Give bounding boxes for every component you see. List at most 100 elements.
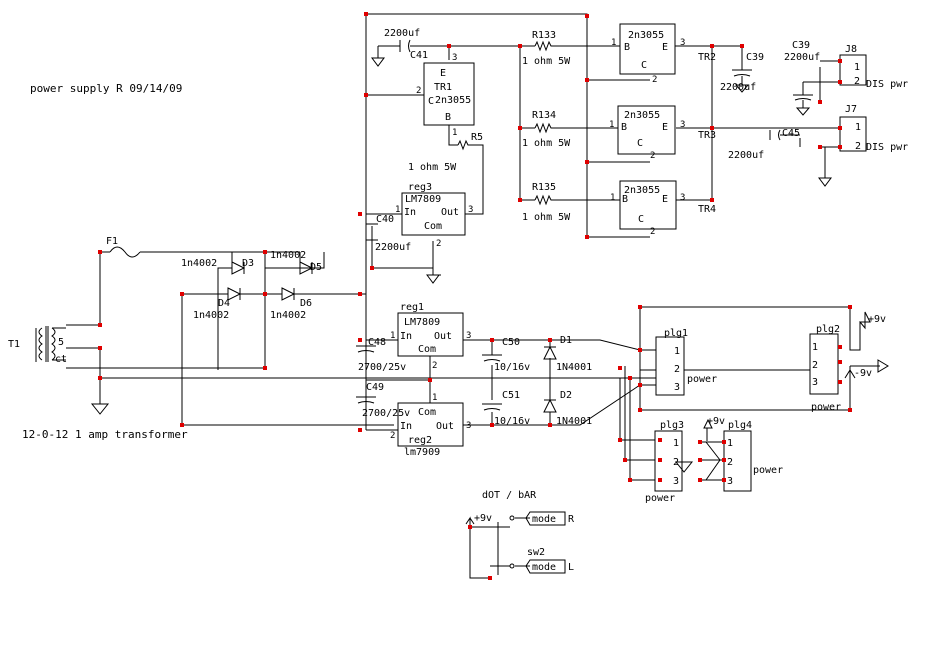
resistor-symbols (457, 40, 553, 206)
c51-ref: C51 (502, 390, 520, 401)
c39b-ref: C39 (792, 40, 810, 51)
tr3-pin-c: C (637, 138, 643, 149)
switch-side-l: L (568, 562, 574, 573)
tr4-pin-b: B (622, 194, 628, 205)
neg-rail-arrow (844, 368, 856, 380)
capacitor-symbols (356, 39, 813, 411)
tr2-pin-e: E (662, 42, 668, 53)
plg3-ref: plg3 (660, 420, 684, 431)
tr2-pin-c: C (641, 60, 647, 71)
c48-value: 2700/25v (358, 362, 406, 373)
plg3-pin-1: 1 (673, 438, 679, 449)
switch-rail-arrow (465, 516, 475, 527)
plg2-pin-3: 3 (812, 377, 818, 388)
reg3-part: LM7809 (405, 194, 441, 205)
j7-pin-1: 1 (855, 122, 861, 133)
j8-pin-2: 2 (854, 76, 860, 87)
plg4-pin-3: 3 (727, 476, 733, 487)
reg2-ref: reg2 (408, 435, 432, 446)
fuse-ref: F1 (106, 236, 118, 247)
plg2-pin-2: 2 (812, 360, 818, 371)
diode-symbols (227, 261, 557, 413)
tr4-num-3: 3 (680, 193, 685, 203)
ground-symbols (90, 46, 832, 473)
reg1-pin-out: Out (434, 331, 452, 342)
j8-label: DIS pwr (866, 79, 908, 90)
schematic-title: power supply R 09/14/09 (30, 82, 182, 95)
tr3-num-1: 1 (609, 120, 614, 130)
connector-j7-body (839, 116, 867, 152)
diode-d4-part: 1n4002 (193, 310, 229, 321)
reg3-num-1: 1 (395, 205, 400, 215)
plg3-label: power (645, 493, 675, 504)
tr4-part: 2n3055 (624, 185, 660, 196)
transistor-tr3-body (617, 105, 676, 155)
plg2-label: power (811, 402, 841, 413)
transformer-tap-5: 5 (58, 337, 64, 348)
plg3-pin-3: 3 (673, 476, 679, 487)
r133-ref: R133 (532, 30, 556, 41)
reg2-num-2: 2 (390, 431, 395, 441)
pos-rail-arrow (858, 311, 871, 330)
c41-ref: C41 (410, 50, 428, 61)
r134-ref: R134 (532, 110, 556, 121)
mode-tag-l (525, 559, 566, 574)
j8-pin-1: 1 (854, 62, 860, 73)
diode-d1-ref: D1 (560, 335, 572, 346)
tr4-num-2: 2 (650, 227, 655, 237)
plg4-label: power (753, 465, 783, 476)
diode-d5-ref: D5 (310, 262, 322, 273)
tr1-pin-c: C (428, 96, 434, 107)
diode-d3-ref: D3 (242, 258, 254, 269)
plg4-rail-arrow (703, 418, 713, 429)
c45-ref: C45 (782, 128, 800, 139)
diode-d2-ref: D2 (560, 390, 572, 401)
rail-neg-label: -9v (854, 368, 872, 379)
tr1-pin-e: E (440, 68, 446, 79)
r5-ref: R5 (471, 132, 483, 143)
tr2-part: 2n3055 (628, 30, 664, 41)
tr1-num-3: 3 (452, 53, 457, 63)
transistor-tr1-body (423, 62, 475, 126)
plg1-label: power (687, 374, 717, 385)
junctions (98, 12, 852, 580)
diode-d2-part: 1N4001 (556, 416, 592, 427)
transformer-symbol (35, 326, 66, 362)
plg1-pin-1: 1 (674, 346, 680, 357)
j8-ref: J8 (845, 44, 857, 55)
c39b-value: 2200uf (784, 52, 820, 63)
connector-j8-body (839, 54, 867, 86)
diode-d6-part: 1n4002 (270, 310, 306, 321)
tr2-num-3: 3 (680, 38, 685, 48)
diode-d1-part: 1N4001 (556, 362, 592, 373)
tr3-part: 2n3055 (624, 110, 660, 121)
tr3-pin-b: B (621, 122, 627, 133)
switch-out-1: mode (532, 514, 556, 525)
plg2-ref: plg2 (816, 324, 840, 335)
tr2-ref: TR2 (698, 52, 716, 63)
plg1-pin-2: 2 (674, 364, 680, 375)
reg2-pin-com: Com (418, 407, 436, 418)
c41-value: 2200uf (384, 28, 420, 39)
r135-ref: R135 (532, 182, 556, 193)
reg1-num-1: 1 (390, 331, 395, 341)
transformer-ref: T1 (8, 339, 20, 350)
plug-plg4-body (723, 430, 752, 492)
diode-d5-part: 1n4002 (270, 250, 306, 261)
tr1-ref: TR1 (434, 82, 452, 93)
switch-contact-1 (509, 515, 515, 521)
regulator-reg1-body (397, 312, 464, 357)
reg2-num-1: 1 (432, 393, 437, 403)
tr3-num-2: 2 (650, 151, 655, 161)
r134-value: 1 ohm 5W (522, 138, 571, 149)
wires (66, 13, 880, 579)
c39-value: 2200uf (720, 82, 756, 93)
reg1-pin-com: Com (418, 344, 436, 355)
reg2-num-3: 3 (466, 421, 471, 431)
r135-value: 1 ohm 5W (522, 212, 571, 223)
c45-value: 2200uf (728, 150, 764, 161)
plg4-pin-1: 1 (727, 438, 733, 449)
reg3-pin-in: In (404, 207, 416, 218)
neg-rail-tip (877, 359, 889, 373)
